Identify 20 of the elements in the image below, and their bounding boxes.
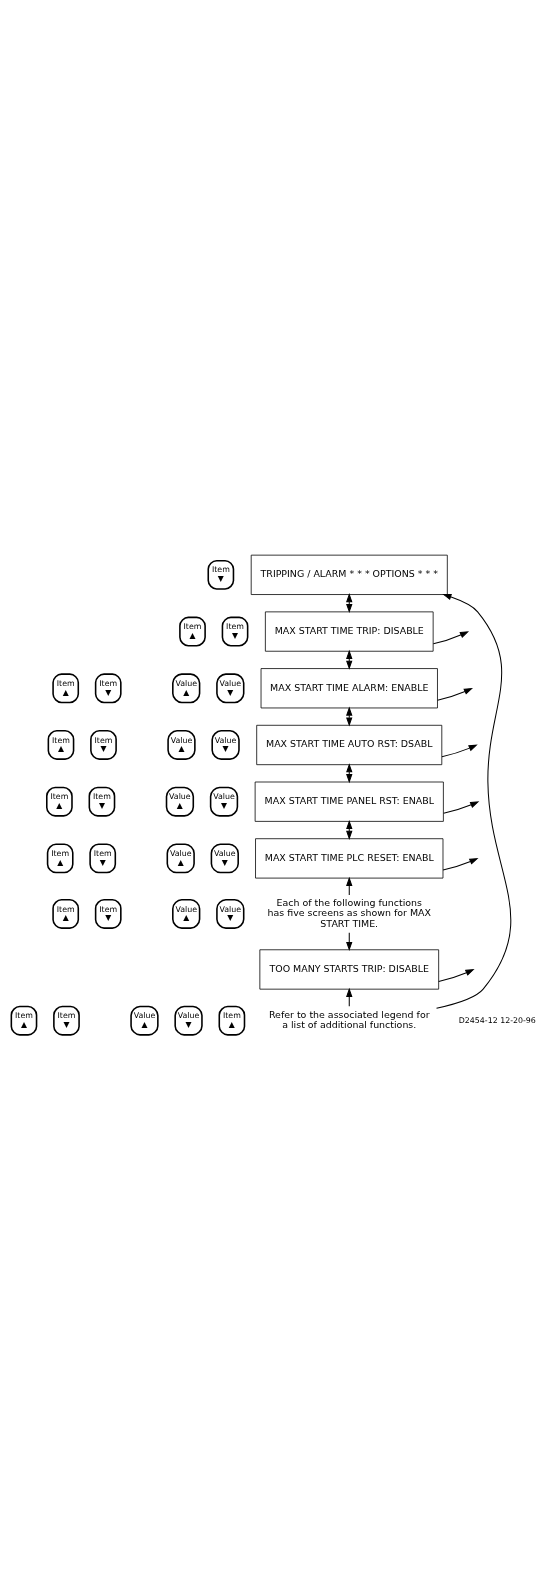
node-box: TOO MANY STARTS TRIP: DISABLE: [259, 948, 440, 990]
arrow: [346, 876, 353, 896]
arrow: [441, 744, 478, 757]
node-text: Refer to the associated legend for a list of additional functions.: [268, 1008, 430, 1030]
arrow: [346, 931, 353, 951]
node-box: MAX START TIME AUTO RST: DSABL: [256, 724, 443, 765]
arrow: [443, 800, 480, 814]
label: D2454-12 12-20-96: [458, 1015, 536, 1025]
node-box: MAX START TIME PANEL RST: ENABL: [254, 781, 444, 822]
node-box: MAX START TIME TRIP: DISABLE: [264, 610, 434, 652]
arrow: [438, 968, 475, 982]
arrow: [436, 593, 512, 1009]
node-text: Each of the following functions has five screens as shown for MAX START TIME.: [267, 896, 431, 929]
arrow: [346, 987, 353, 1007]
arrow: [442, 857, 479, 871]
arrow: [432, 630, 470, 644]
node-box: TRIPPING / ALARM * * * OPTIONS * * *: [250, 554, 448, 595]
node-box: MAX START TIME PLC RESET: ENABL: [255, 837, 444, 878]
arrow: [437, 687, 473, 701]
node-box: MAX START TIME ALARM: ENABLE: [260, 667, 438, 708]
